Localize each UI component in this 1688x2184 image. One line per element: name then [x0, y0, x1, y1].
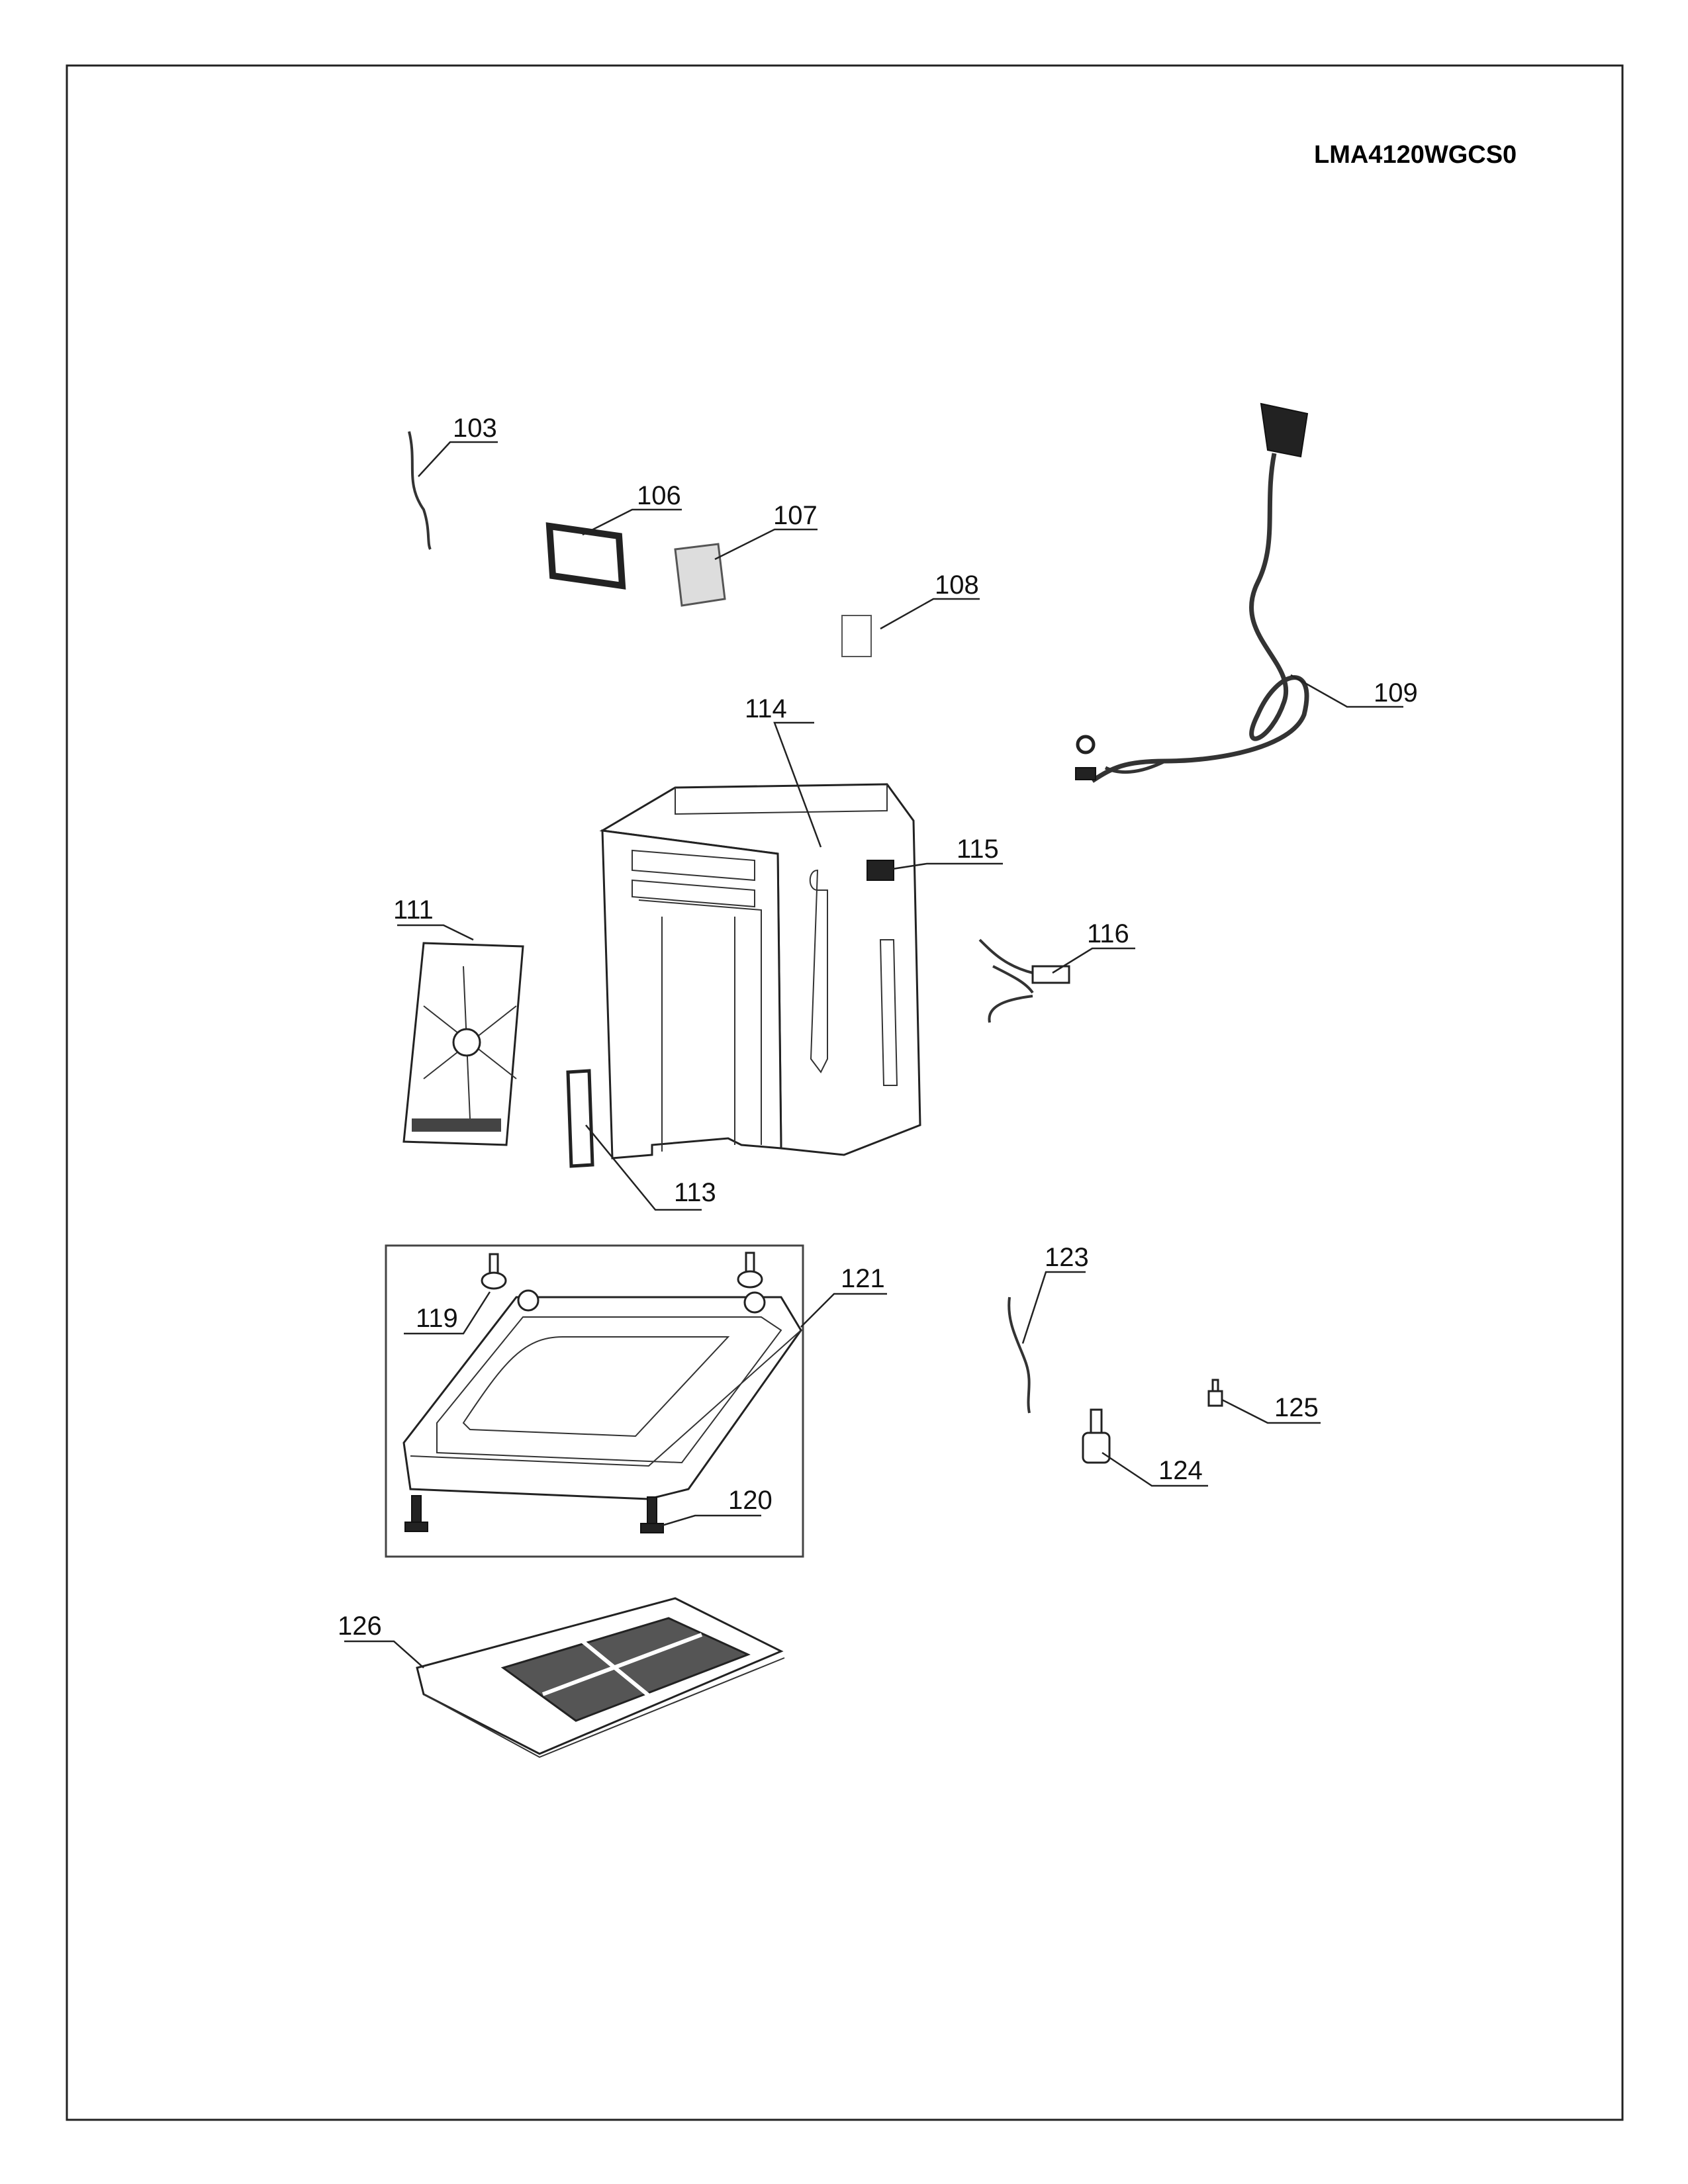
base-assembly-box: [385, 1244, 804, 1558]
callout-126: 126: [338, 1612, 382, 1641]
callout-108: 108: [935, 570, 979, 600]
part-106-panel: 106: [545, 481, 682, 590]
callout-124: 124: [1158, 1456, 1203, 1485]
part-103-wire: 103: [408, 414, 498, 550]
callout-121: 121: [841, 1264, 885, 1293]
page-border: [66, 64, 1624, 2121]
part-124-foot: 124: [1082, 1408, 1208, 1487]
part-108-label: 108: [841, 570, 980, 657]
part-126-filter-tray: 126: [338, 1597, 785, 1758]
callout-123: 123: [1045, 1243, 1089, 1272]
part-125-screw: 125: [1207, 1379, 1321, 1424]
part-113-gasket: 113: [566, 1069, 716, 1211]
part-115-bracket: 115: [867, 835, 1003, 881]
part-121-base: 121: [402, 1264, 887, 1500]
callout-115: 115: [957, 835, 999, 864]
callout-109: 109: [1374, 678, 1418, 707]
part-107-foam: 107: [674, 501, 818, 607]
callout-111: 111: [393, 895, 434, 925]
callout-107: 107: [773, 501, 818, 530]
part-119-adjustable-foot: 119: [404, 1251, 763, 1335]
model-number: LMA4120WGCS0: [1314, 141, 1517, 169]
part-111-rear-panel: 111: [393, 895, 524, 1146]
callout-125: 125: [1274, 1393, 1319, 1422]
callout-114: 114: [745, 694, 787, 723]
callout-116: 116: [1087, 919, 1129, 948]
callout-113: 113: [674, 1178, 716, 1207]
part-109-power-cord: 109: [1075, 402, 1418, 783]
callout-106: 106: [637, 481, 681, 510]
part-120-screw: 120: [404, 1486, 773, 1533]
callout-119: 119: [416, 1304, 458, 1333]
callout-120: 120: [728, 1486, 773, 1515]
callout-103: 103: [453, 414, 497, 443]
part-116-sensor-harness: 116: [978, 919, 1135, 1023]
part-114-cabinet: 114: [599, 694, 921, 1160]
part-123-wire: 123: [1008, 1243, 1089, 1414]
